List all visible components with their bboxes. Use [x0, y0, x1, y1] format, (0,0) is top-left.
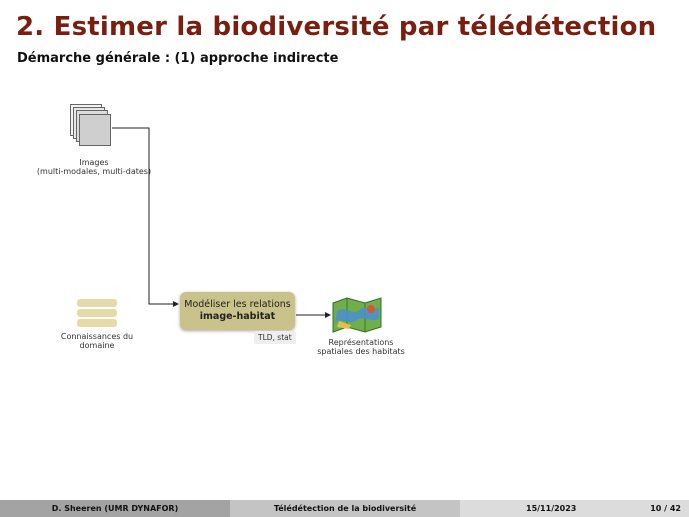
model-box-line1: Modéliser les relations — [184, 299, 291, 310]
output-label-line1: Représentations — [328, 338, 394, 347]
knowledge-label: Connaissances du domaine — [46, 332, 148, 350]
database-icon — [77, 299, 117, 327]
slide-title: 2. Estimer la biodiversité par télédétec… — [16, 12, 657, 42]
model-box-line2: image-habitat — [199, 311, 276, 322]
model-box: Modéliser les relations image-habitat — [180, 292, 295, 330]
images-to-model-arrow — [112, 127, 179, 307]
slide-footer: D. Sheeren (UMR DYNAFOR) Télédétection d… — [0, 500, 689, 517]
map-icon — [332, 297, 382, 333]
slide-subtitle: Démarche générale : (1) approche indirec… — [17, 51, 339, 66]
images-label: Images (multi-modales, multi-dates) — [30, 158, 158, 176]
footer-right: 15/11/2023 10 / 42 — [460, 500, 689, 517]
images-stack-icon — [70, 104, 112, 148]
footer-author: D. Sheeren (UMR DYNAFOR) — [0, 500, 230, 517]
output-label: Représentations spatiales des habitats — [306, 338, 416, 356]
output-label-line2: spatiales des habitats — [317, 347, 405, 356]
images-label-line2: (multi-modales, multi-dates) — [36, 167, 152, 176]
footer-course: Télédétection de la biodiversité — [230, 500, 460, 517]
images-label-line1: Images — [79, 158, 109, 167]
tld-tag: TLD, stat — [254, 331, 296, 344]
footer-page: 10 / 42 — [650, 504, 681, 513]
footer-date: 15/11/2023 — [526, 504, 577, 513]
knowledge-label-line2: domaine — [79, 341, 115, 350]
knowledge-label-line1: Connaissances du — [60, 332, 134, 341]
